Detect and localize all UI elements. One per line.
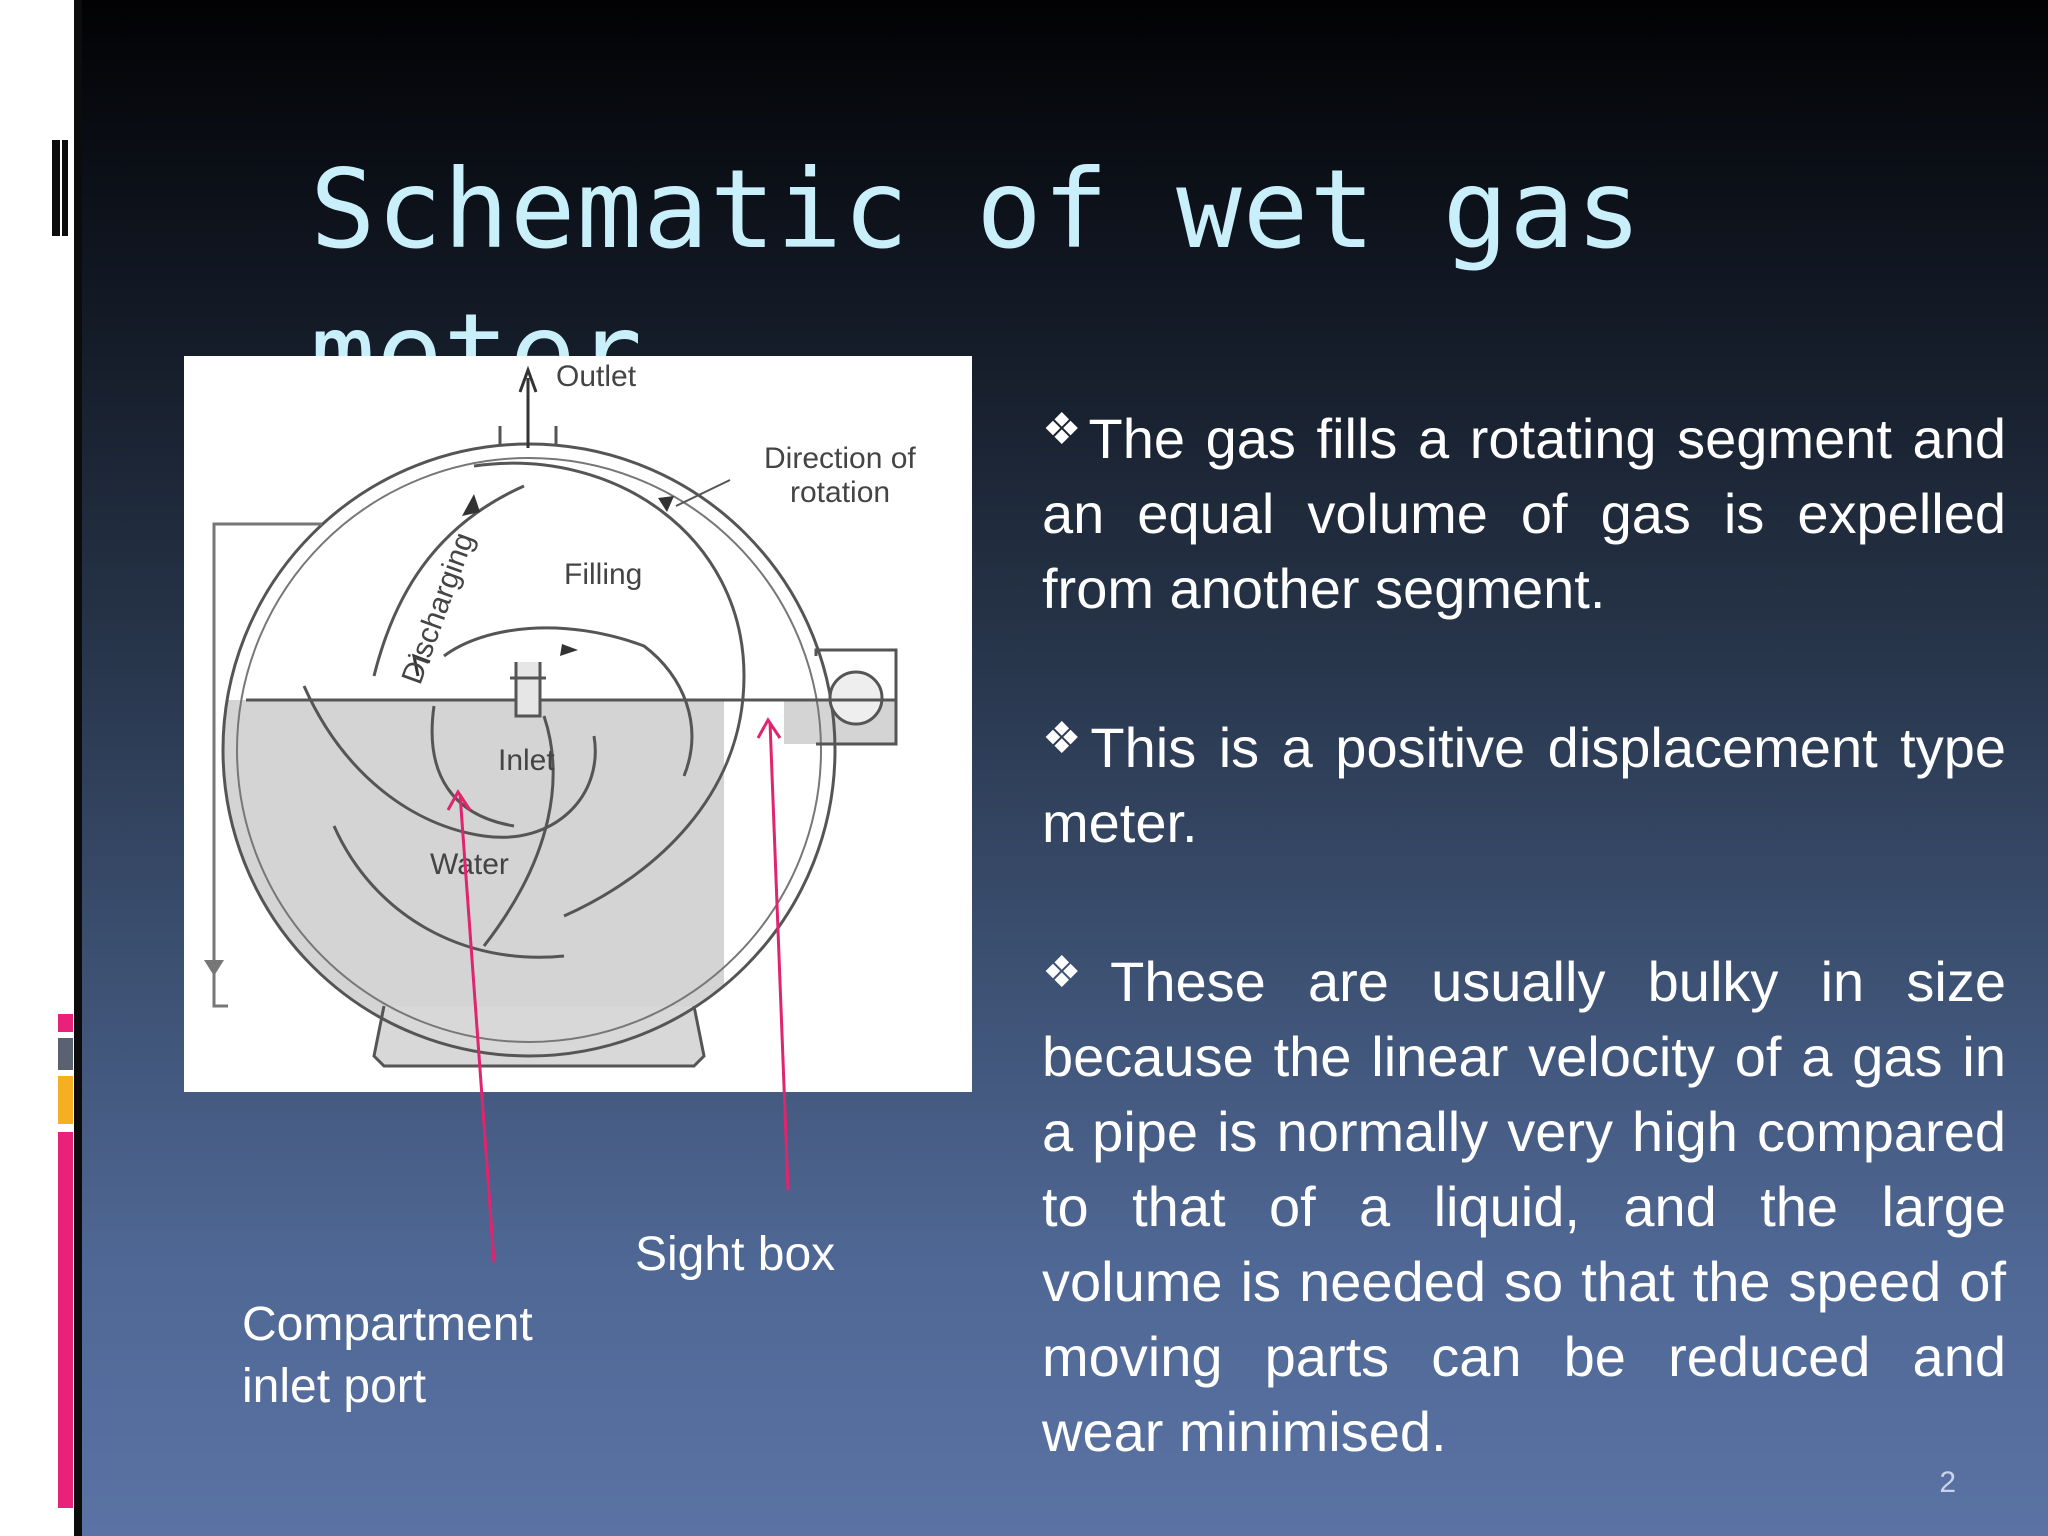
bullet-item: ❖This is a positive displacement type me…	[1042, 701, 2006, 860]
rotation-arrow-icon	[658, 496, 674, 512]
accent-bar-slate	[58, 1038, 73, 1070]
filling-label: Filling	[564, 558, 642, 591]
diamond-four-bullet-icon: ❖	[1042, 948, 1109, 997]
inlet-label: Inlet	[498, 744, 555, 777]
discharging-label: Discharging	[396, 528, 481, 688]
decor-stripe	[62, 140, 68, 236]
accent-bar-pink	[58, 1132, 73, 1508]
bullet-text: The gas fills a rotating segment and an …	[1042, 407, 2006, 620]
outlet-label: Outlet	[556, 360, 637, 393]
slide-title: Schematic of wet gas meter	[310, 146, 1643, 417]
bullet-item: ❖The gas fills a rotating segment and an…	[1042, 392, 2006, 626]
compartment-inlet-label: Compartment inlet port	[242, 1294, 533, 1418]
wet-gas-meter-diagram: Outlet Direction of rotation Filling Dis…	[184, 356, 972, 1092]
left-decorative-strip	[0, 0, 82, 1536]
water-label: Water	[430, 848, 509, 881]
inlet-nozzle	[510, 662, 546, 718]
compartment-label-line2: inlet port	[242, 1360, 427, 1413]
sight-box-label: Sight box	[635, 1228, 836, 1281]
sight-box-window	[828, 670, 884, 726]
bullet-list: ❖The gas fills a rotating segment and an…	[1042, 392, 2006, 1469]
accent-bar-gold	[58, 1076, 73, 1124]
rotation-label: rotation	[790, 476, 890, 509]
decor-stripe	[52, 140, 60, 236]
bullet-text: These are usually bulky in size because …	[1042, 950, 2006, 1463]
diamond-four-bullet-icon: ❖	[1042, 405, 1087, 454]
bullet-text: This is a positive displacement type met…	[1042, 716, 2006, 854]
diamond-four-bullet-icon: ❖	[1042, 714, 1089, 763]
slide-canvas: Schematic of wet gas meter	[82, 0, 2048, 1536]
accent-bar-pink	[58, 1014, 73, 1032]
direction-label: Direction of	[764, 442, 916, 475]
sight-box-housing	[814, 648, 898, 746]
outlet-pipe	[498, 426, 558, 446]
decor-stripe	[74, 0, 82, 1536]
compartment-label-line1: Compartment	[242, 1298, 533, 1351]
bullet-item: ❖These are usually bulky in size because…	[1042, 935, 2006, 1469]
meter-base	[372, 1005, 706, 1068]
slide-number: 2	[1939, 1466, 1956, 1499]
outlet-arrow-icon	[518, 365, 538, 448]
